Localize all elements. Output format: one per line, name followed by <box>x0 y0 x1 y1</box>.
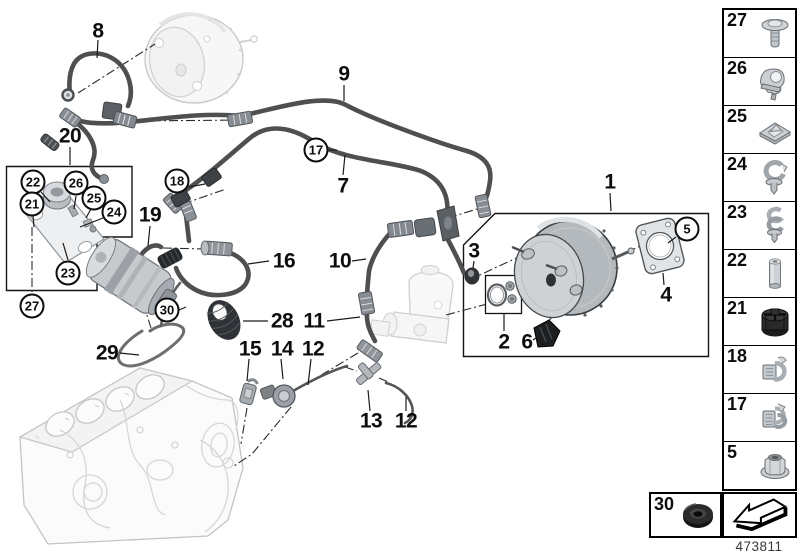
sidebar-cell-label: 21 <box>727 298 748 318</box>
callout-8[interactable]: 8 <box>92 19 104 43</box>
callout-4[interactable]: 4 <box>660 283 672 307</box>
sidebar-cell-22[interactable]: 22 <box>724 250 795 298</box>
sidebar-cell-label: 22 <box>727 250 748 270</box>
callout-circled-30[interactable]: 30 <box>154 297 180 323</box>
parts-sidebar: 27 26 25 24 23 22 21 18 17 5 <box>722 8 797 491</box>
sidebar-cell-label: 24 <box>727 154 748 174</box>
part-15-clip <box>239 378 259 406</box>
callout-3[interactable]: 3 <box>468 239 480 263</box>
callout-circled-24[interactable]: 24 <box>101 199 127 225</box>
part-14-valve <box>259 384 296 408</box>
sidebar-cell-5[interactable]: 5 <box>724 442 795 489</box>
callout-28[interactable]: 28 <box>270 309 294 333</box>
pipe-16 <box>173 249 251 298</box>
sidebar-cell-label: 23 <box>727 202 748 222</box>
leader-lines <box>32 39 677 412</box>
hose-clip2-icon <box>755 397 795 439</box>
callout-circled-27[interactable]: 27 <box>19 293 45 319</box>
pump-corrugated-hose <box>157 247 183 269</box>
spacer-sleeve-icon <box>755 253 795 295</box>
sidebar-cell-18[interactable]: 18 <box>724 346 795 394</box>
rubber-mount-icon <box>755 301 795 343</box>
callout-2[interactable]: 2 <box>498 330 510 354</box>
pipe-to-grommet <box>444 235 467 276</box>
callout-circled-18[interactable]: 18 <box>164 168 190 194</box>
callout-9[interactable]: 9 <box>338 62 350 86</box>
ghost-brake-booster <box>144 12 258 104</box>
part-4-gasket <box>635 217 685 275</box>
sidebar-cell-label: 25 <box>727 106 748 126</box>
callout-circled-5[interactable]: 5 <box>674 216 700 242</box>
callout-16[interactable]: 16 <box>272 249 296 273</box>
sidebar-cell-25[interactable]: 25 <box>724 106 795 154</box>
ghost-master-cylinder <box>369 265 454 344</box>
callout-20[interactable]: 20 <box>58 124 82 148</box>
sidebar-rows: 27 26 25 24 23 22 21 18 17 5 <box>724 10 795 489</box>
pipe-clamp-icon <box>755 61 795 103</box>
vacuum-pump <box>85 236 178 316</box>
callout-10[interactable]: 10 <box>328 249 352 273</box>
callout-circled-21[interactable]: 21 <box>19 191 45 217</box>
callout-12[interactable]: 12 <box>301 337 325 361</box>
callout-12[interactable]: 12 <box>394 409 418 433</box>
sidebar-cell-30[interactable]: 30 <box>649 492 722 538</box>
part-13-connector <box>356 362 382 385</box>
callout-29[interactable]: 29 <box>95 341 119 365</box>
ghost-engine-block <box>18 367 244 545</box>
sidebar-cell-24[interactable]: 24 <box>724 154 795 202</box>
direction-arrow-icon <box>729 495 791 535</box>
sidebar-cell-17[interactable]: 17 <box>724 394 795 442</box>
pump-hose <box>138 243 164 258</box>
pipe-12-left <box>291 364 349 393</box>
callout-6[interactable]: 6 <box>521 330 533 354</box>
sidebar-cell-label: 26 <box>727 58 748 78</box>
double-clip-icon <box>755 205 795 247</box>
callout-circled-25[interactable]: 25 <box>81 185 107 211</box>
sidebar-cell-label: 17 <box>727 394 748 414</box>
pipe-9 <box>77 98 493 208</box>
pipe-10 <box>364 228 395 300</box>
part-3-grommet <box>464 267 480 285</box>
pipe-12-right <box>384 381 414 425</box>
direction-arrow-cell[interactable] <box>722 492 797 538</box>
callout-15[interactable]: 15 <box>238 337 262 361</box>
cage-nut-icon <box>755 109 795 151</box>
sidebar-cell-label: 27 <box>727 10 748 30</box>
hose-clip-icon <box>755 349 795 391</box>
part-28-sleeve <box>206 300 241 340</box>
sidebar-cell-label: 5 <box>727 442 738 462</box>
brake-servo <box>511 216 635 319</box>
rivet-icon <box>755 13 795 55</box>
flange-nut-icon <box>755 445 795 487</box>
sidebar-cell-label: 18 <box>727 346 748 366</box>
callout-14[interactable]: 14 <box>270 337 294 361</box>
callout-13[interactable]: 13 <box>359 409 383 433</box>
callout-19[interactable]: 19 <box>138 203 162 227</box>
pipe-8 <box>67 51 134 109</box>
group-box-1 <box>462 212 710 358</box>
sidebar-cell-21[interactable]: 21 <box>724 298 795 346</box>
drawing-number: 473811 <box>735 539 783 554</box>
callout-7[interactable]: 7 <box>337 174 349 198</box>
sidebar-cell-27[interactable]: 27 <box>724 10 795 58</box>
part-6-damper <box>533 319 561 348</box>
clip-holder-icon <box>755 157 795 199</box>
callout-circled-17[interactable]: 17 <box>303 137 329 163</box>
sidebar-cell-26[interactable]: 26 <box>724 58 795 106</box>
pipe-stub <box>75 121 106 182</box>
grommet-icon <box>676 495 720 535</box>
sidebar-cell-23[interactable]: 23 <box>724 202 795 250</box>
callout-1[interactable]: 1 <box>604 170 616 194</box>
callout-circled-23[interactable]: 23 <box>55 260 81 286</box>
callout-11[interactable]: 11 <box>303 309 325 333</box>
sidebar-cell-label: 30 <box>654 494 675 514</box>
pipe-fittings <box>40 88 492 363</box>
pipe-29 <box>116 322 186 368</box>
